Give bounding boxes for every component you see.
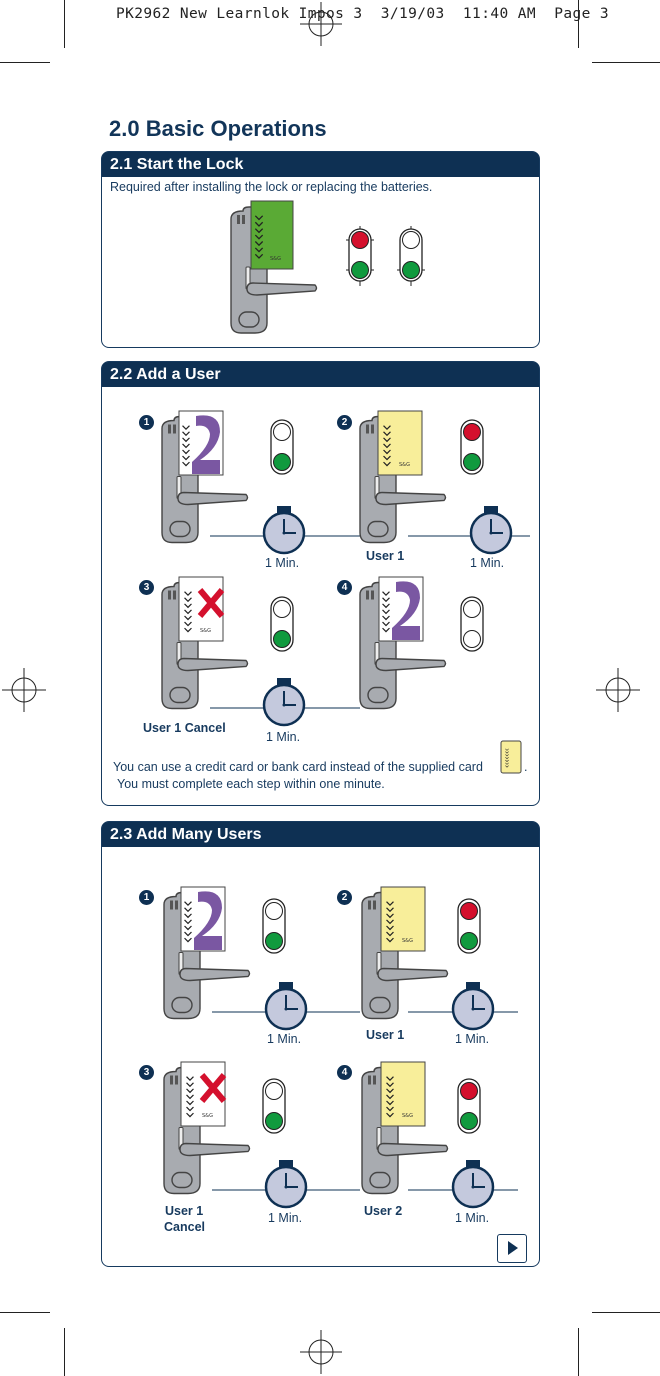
timer-label: 1 Min. bbox=[265, 556, 300, 570]
step-number: 4 bbox=[337, 580, 352, 595]
clock-icon bbox=[259, 677, 309, 727]
crop-mark bbox=[0, 62, 50, 63]
yellow-user-card: S&G bbox=[380, 1061, 426, 1127]
user-label: User 1 bbox=[366, 1028, 405, 1042]
clock-icon bbox=[448, 1159, 498, 1209]
purple-master-card bbox=[178, 410, 224, 476]
svg-text:S&G: S&G bbox=[202, 1113, 213, 1119]
timer-label: 1 Min. bbox=[267, 1032, 302, 1046]
led-indicator-red-green bbox=[457, 898, 481, 954]
led-indicator-off-green bbox=[397, 226, 425, 286]
section-start-lock: 2.1 Start the Lock bbox=[101, 151, 540, 348]
timer-label: 1 Min. bbox=[470, 556, 505, 570]
step-number: 2 bbox=[337, 890, 352, 905]
user-label: User 2 bbox=[364, 1204, 403, 1218]
crop-mark bbox=[592, 1312, 660, 1313]
clock-icon bbox=[466, 505, 516, 555]
led-indicator-off-green bbox=[262, 898, 286, 954]
step-number: 4 bbox=[337, 1065, 352, 1080]
registration-mark-left bbox=[2, 668, 46, 712]
cancel-label: User 1 bbox=[165, 1204, 204, 1218]
note-text: You can use a credit card or bank card i… bbox=[113, 760, 483, 774]
crop-mark bbox=[578, 0, 579, 48]
clock-icon bbox=[448, 981, 498, 1031]
cancel-label: User 1 Cancel bbox=[143, 721, 226, 735]
yellow-user-card: S&G bbox=[380, 886, 426, 952]
timer-label: 1 Min. bbox=[455, 1032, 490, 1046]
section-heading: 2.3 Add Many Users bbox=[102, 822, 539, 847]
svg-text:S&G: S&G bbox=[270, 256, 281, 262]
led-indicator-red-green bbox=[457, 1078, 481, 1134]
cancel-card: S&G bbox=[178, 576, 225, 642]
step-number: 3 bbox=[139, 1065, 154, 1080]
timer-label: 1 Min. bbox=[268, 1211, 303, 1225]
cancel-card: S&G bbox=[180, 1061, 227, 1127]
clock-icon bbox=[261, 981, 311, 1031]
crop-mark bbox=[578, 1328, 579, 1376]
next-page-arrow-icon[interactable] bbox=[497, 1234, 527, 1263]
registration-mark-top bbox=[300, 2, 342, 46]
section-heading: 2.2 Add a User bbox=[102, 362, 539, 387]
step-number: 2 bbox=[337, 415, 352, 430]
page-title: 2.0 Basic Operations bbox=[109, 116, 327, 141]
svg-text:S&G: S&G bbox=[399, 462, 410, 468]
registration-mark-bottom bbox=[300, 1330, 342, 1374]
yellow-user-card: S&G bbox=[377, 410, 423, 476]
led-indicator-off-green bbox=[270, 596, 294, 652]
svg-text:S&G: S&G bbox=[200, 628, 211, 634]
note-text: You must complete each step within one m… bbox=[117, 777, 385, 791]
led-indicator-off-green bbox=[270, 419, 294, 475]
cancel-label: Cancel bbox=[164, 1220, 205, 1234]
green-key-card: S&G bbox=[250, 200, 294, 270]
svg-text:S&G: S&G bbox=[402, 1113, 413, 1119]
clock-icon bbox=[259, 505, 309, 555]
led-indicator-red-green bbox=[460, 419, 484, 475]
user-label: User 1 bbox=[366, 549, 405, 563]
crop-mark bbox=[592, 62, 660, 63]
purple-master-card bbox=[378, 576, 424, 642]
note-text-end: . bbox=[524, 760, 528, 774]
svg-text:S&G: S&G bbox=[402, 938, 413, 944]
print-header: PK2962 New Learnlok Impos 3 3/19/03 11:4… bbox=[116, 6, 610, 22]
clock-icon bbox=[261, 1159, 311, 1209]
timer-label: 1 Min. bbox=[455, 1211, 490, 1225]
step-number: 1 bbox=[139, 890, 154, 905]
step-number: 3 bbox=[139, 580, 154, 595]
purple-master-card bbox=[180, 886, 226, 952]
registration-mark-right bbox=[596, 668, 640, 712]
led-indicator-off-off bbox=[460, 596, 484, 652]
led-indicator-red-green bbox=[346, 226, 374, 286]
crop-mark bbox=[0, 1312, 50, 1313]
crop-mark bbox=[64, 0, 65, 48]
section-subtext: Required after installing the lock or re… bbox=[110, 180, 433, 194]
crop-mark bbox=[64, 1328, 65, 1376]
timer-label: 1 Min. bbox=[266, 730, 301, 744]
step-number: 1 bbox=[139, 415, 154, 430]
led-indicator-off-green bbox=[262, 1078, 286, 1134]
section-heading: 2.1 Start the Lock bbox=[102, 152, 539, 177]
small-card-icon bbox=[500, 740, 522, 774]
